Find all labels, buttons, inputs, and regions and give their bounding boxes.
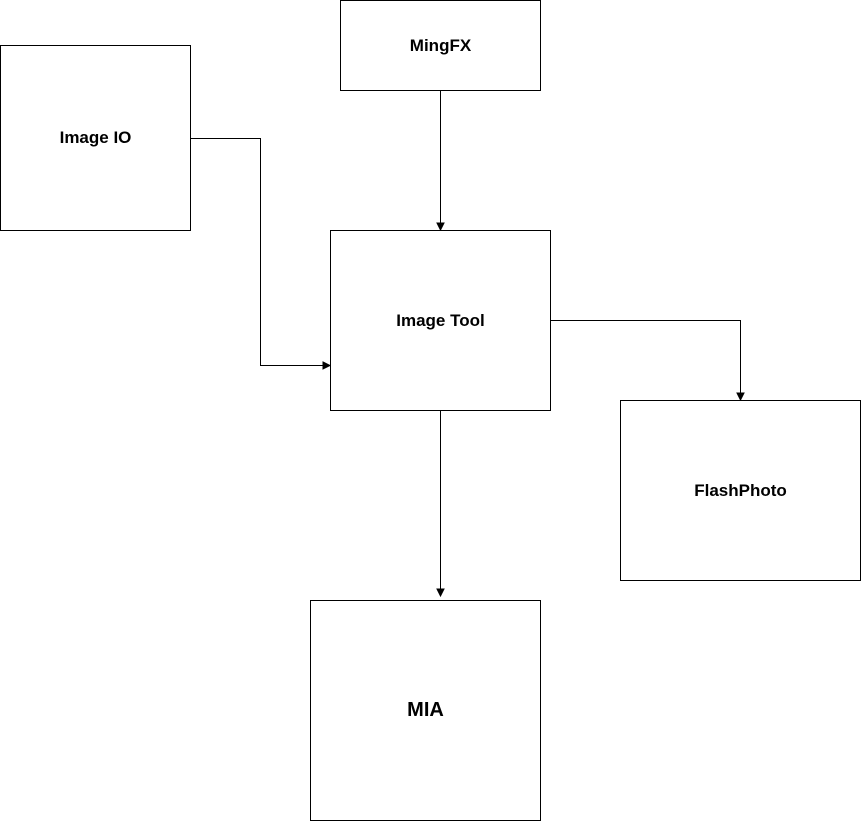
node-flashphoto[interactable]: FlashPhoto [620,400,861,581]
arrowhead-icon [736,392,745,402]
node-label: MIA [407,699,444,721]
node-image-tool[interactable]: Image Tool [330,230,551,411]
node-mingfx[interactable]: MingFX [340,0,541,91]
node-label: Image Tool [396,310,485,330]
edge-image-tool-to-mia [436,411,445,598]
node-label: Image IO [59,128,132,147]
arrowhead-icon [322,361,332,370]
arrowhead-icon [436,222,445,232]
node-label: MingFX [409,35,472,55]
edge-mingfx-to-image-tool [436,91,445,232]
node-label: FlashPhoto [694,480,787,500]
node-image-io[interactable]: Image IO [0,45,191,231]
edge-image-io-to-image-tool [191,138,332,370]
edge-image-tool-to-flashphoto [551,320,745,402]
node-mia[interactable]: MIA [310,600,541,821]
arrowhead-icon [436,588,445,598]
